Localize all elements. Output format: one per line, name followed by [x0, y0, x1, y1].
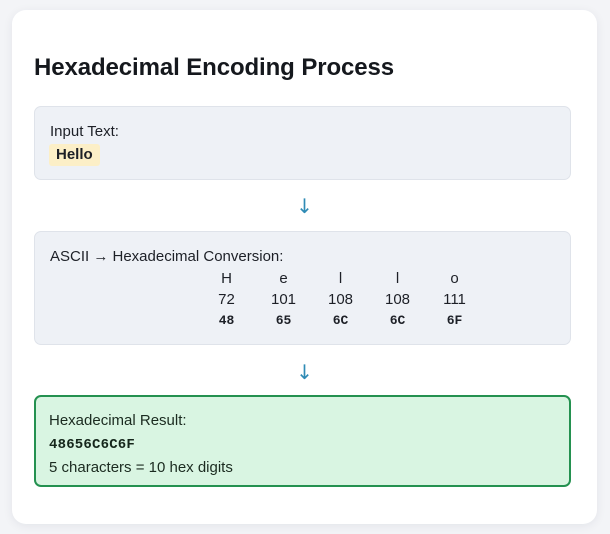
input-text-panel: Input Text: Hello — [34, 106, 571, 180]
cell-spacer — [248, 310, 262, 331]
result-note: 5 characters = 10 hex digits — [49, 459, 233, 476]
conversion-label: ASCII → Hexadecimal Conversion: — [50, 248, 284, 265]
cell-spacer — [248, 268, 262, 289]
conversion-table: H e l l o 72 101 108 108 111 — [205, 268, 476, 331]
cell-spacer — [362, 268, 376, 289]
cell-spacer — [419, 289, 433, 310]
result-hex-value: 48656C6C6F — [49, 437, 136, 453]
char-cell: e — [279, 270, 288, 287]
page-title: Hexadecimal Encoding Process — [34, 54, 395, 81]
cell-spacer — [419, 268, 433, 289]
ascii-cell: 108 — [327, 291, 354, 308]
hexadecimal-result-panel: Hexadecimal Result: 48656C6C6F 5 charact… — [34, 395, 571, 487]
cell-spacer — [305, 310, 319, 331]
down-arrow-icon: ↓ — [296, 360, 313, 384]
hex-cell: 65 — [275, 313, 292, 328]
cell-spacer — [305, 289, 319, 310]
table-row-ascii: 72 101 108 108 111 — [205, 289, 476, 310]
cell-spacer — [248, 289, 262, 310]
hex-cell: 6C — [332, 313, 349, 328]
ascii-hex-conversion-panel: ASCII → Hexadecimal Conversion: H e l l … — [34, 231, 571, 345]
cell-spacer — [419, 310, 433, 331]
encoding-process-card: Hexadecimal Encoding Process Input Text:… — [12, 10, 597, 524]
ascii-cell: 108 — [384, 291, 411, 308]
char-cell: o — [450, 270, 459, 287]
char-cell: l — [395, 270, 400, 287]
table-row-characters: H e l l o — [205, 268, 476, 289]
table-row-hex: 48 65 6C 6C 6F — [205, 310, 476, 331]
char-cell: l — [338, 270, 343, 287]
char-cell: H — [221, 270, 232, 287]
down-arrow-icon: ↓ — [296, 194, 313, 218]
input-text-value-chip: Hello — [49, 144, 100, 166]
hex-cell: 6C — [389, 313, 406, 328]
ascii-cell: 111 — [443, 291, 466, 308]
hex-cell: 6F — [446, 313, 463, 328]
cell-spacer — [362, 310, 376, 331]
cell-spacer — [305, 268, 319, 289]
ascii-cell: 101 — [270, 291, 297, 308]
hex-cell: 48 — [218, 313, 235, 328]
input-text-label: Input Text: — [50, 123, 119, 140]
cell-spacer — [362, 289, 376, 310]
result-label: Hexadecimal Result: — [49, 412, 187, 429]
ascii-cell: 72 — [218, 291, 235, 308]
